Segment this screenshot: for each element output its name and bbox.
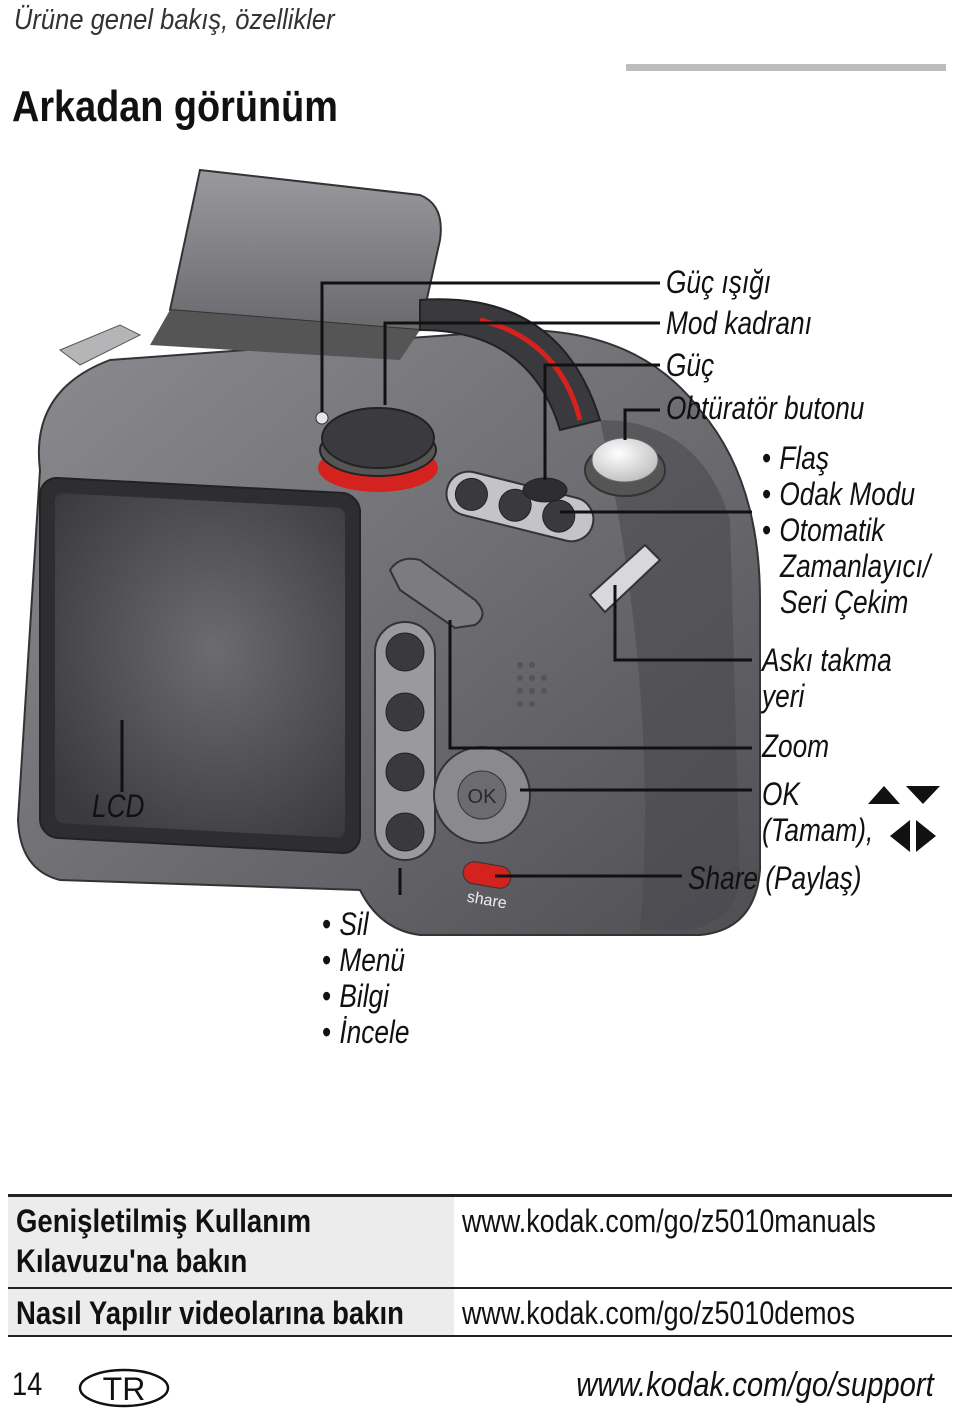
header-rule — [626, 64, 946, 71]
language-badge-text: TR — [103, 1371, 146, 1407]
label-zoom: Zoom — [762, 728, 830, 764]
language-badge: TR — [78, 1368, 170, 1408]
reference-label-line: Kılavuzu'na bakın — [16, 1243, 248, 1279]
side-buttons — [374, 621, 436, 861]
side-button-delete: Sil — [322, 906, 409, 942]
demos-link[interactable]: www.kodak.com/go/z5010demos — [454, 1289, 952, 1335]
side-button-info: Bilgi — [322, 978, 409, 1014]
side-button-review: İncele — [322, 1014, 409, 1050]
share-button — [462, 861, 512, 889]
label-mode-dial: Mod kadranı — [666, 305, 812, 341]
strap-lug — [588, 543, 662, 614]
lcd-screen — [55, 493, 345, 838]
top-button-focus: Odak Modu — [762, 476, 930, 512]
reference-label-line: Genişletilmiş Kullanım — [16, 1203, 312, 1239]
label-share: Share (Paylaş) — [688, 860, 862, 896]
reference-table: Genişletilmiş Kullanım Kılavuzu'na bakın… — [8, 1194, 952, 1337]
mode-dial — [321, 407, 435, 469]
manuals-link-text: www.kodak.com/go/z5010manuals — [462, 1203, 876, 1239]
label-shutter: Obtüratör butonu — [666, 390, 865, 426]
label-ok-2: (Tamam), — [762, 812, 874, 848]
shutter-button — [591, 437, 659, 483]
power-switch — [522, 477, 568, 503]
power-light — [315, 411, 329, 425]
side-button-menu: Menü — [322, 942, 409, 978]
table-row: Genişletilmiş Kullanım Kılavuzu'na bakın… — [8, 1194, 952, 1287]
demos-link-text: www.kodak.com/go/z5010demos — [462, 1295, 855, 1331]
reference-label: Nasıl Yapılır videolarına bakın — [8, 1289, 454, 1335]
camera-illustration: OK share — [16, 168, 761, 936]
label-ok-1: OK — [762, 776, 800, 812]
share-text: share — [466, 889, 508, 913]
page-title: Arkadan görünüm — [12, 82, 338, 131]
section-title: Ürüne genel bakış, özellikler — [14, 4, 335, 36]
flash-popup — [168, 168, 442, 332]
label-strap-2: yeri — [762, 678, 805, 714]
label-strap-1: Askı takma — [762, 642, 892, 678]
lens-red-ring — [479, 317, 583, 421]
reference-label: Genişletilmiş Kullanım Kılavuzu'na bakın — [8, 1197, 454, 1287]
label-lcd: LCD — [92, 788, 145, 824]
manuals-link[interactable]: www.kodak.com/go/z5010manuals — [454, 1197, 952, 1287]
label-top-buttons: Flaş Odak Modu Otomatik Zamanlayıcı/ Ser… — [762, 440, 930, 620]
label-power-light: Güç ışığı — [666, 264, 771, 300]
top-buttons — [445, 470, 595, 543]
label-side-buttons: Sil Menü Bilgi İncele — [322, 906, 409, 1050]
label-power: Güç — [666, 347, 715, 383]
arrow-keys-icon — [868, 786, 940, 852]
top-button-timer: Zamanlayıcı/ — [780, 548, 931, 584]
zoom-rocker — [388, 557, 484, 630]
reference-label-line: Nasıl Yapılır videolarına bakın — [16, 1295, 404, 1331]
ok-button — [457, 770, 507, 820]
top-button-auto: Otomatik — [762, 512, 930, 548]
page-number: 14 — [12, 1366, 43, 1402]
ok-text: OK — [468, 786, 498, 808]
top-button-burst: Seri Çekim — [780, 584, 909, 620]
table-row: Nasıl Yapılır videolarına bakın www.koda… — [8, 1287, 952, 1337]
top-button-flash: Flaş — [762, 440, 930, 476]
support-link[interactable]: www.kodak.com/go/support — [576, 1366, 934, 1404]
